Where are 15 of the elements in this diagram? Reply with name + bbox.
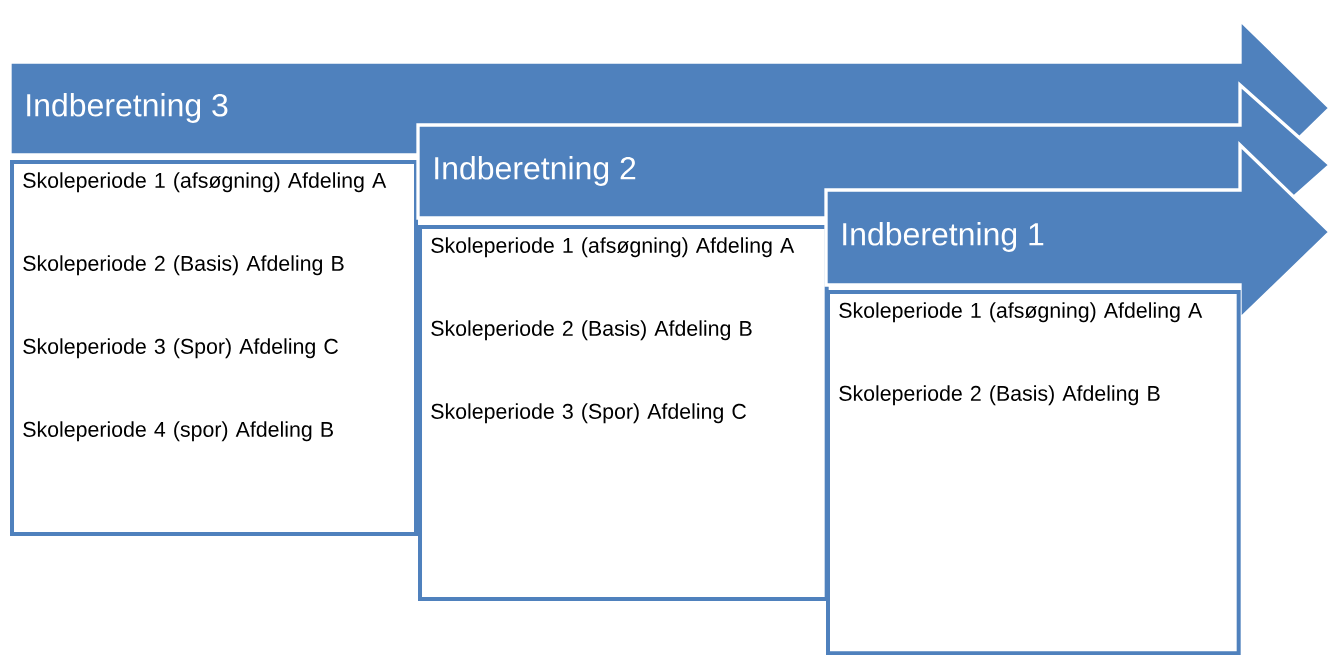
box-text: Skoleperiode 3 (Spor) Afdeling C bbox=[23, 338, 338, 359]
text-box bbox=[418, 225, 829, 601]
text-box bbox=[826, 290, 1241, 655]
box-text: Skoleperiode 3 (Spor) Afdeling C bbox=[431, 403, 746, 424]
box-text: Skoleperiode 1 (afsøgning) Afdeling A bbox=[839, 302, 1203, 323]
text-box bbox=[10, 160, 418, 536]
box-text: Skoleperiode 1 (afsøgning) Afdeling A bbox=[23, 172, 387, 193]
box-text: Skoleperiode 1 (afsøgning) Afdeling A bbox=[431, 237, 795, 258]
box-text: Skoleperiode 2 (Basis) Afdeling B bbox=[839, 385, 1160, 406]
node-label: Indberetning 1 bbox=[843, 222, 1044, 252]
node-label: Indberetning 3 bbox=[27, 93, 228, 123]
box-text: Skoleperiode 2 (Basis) Afdeling B bbox=[431, 320, 752, 341]
box-text: Skoleperiode 4 (spor) Afdeling B bbox=[23, 421, 333, 442]
node-label: Indberetning 2 bbox=[435, 156, 636, 186]
box-text: Skoleperiode 2 (Basis) Afdeling B bbox=[23, 255, 344, 276]
